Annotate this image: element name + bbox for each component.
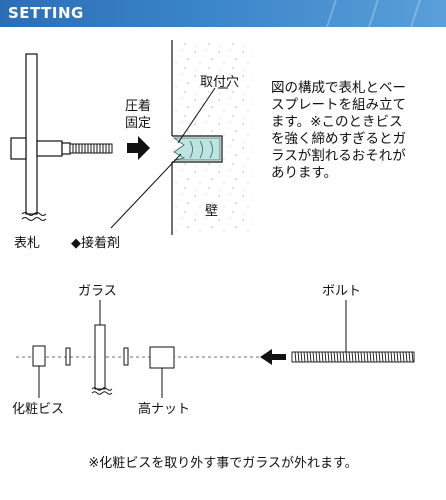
adhesive-leader-line <box>110 153 182 229</box>
cosmetic-screw <box>32 345 46 367</box>
washer <box>123 347 129 366</box>
insert-arrow <box>260 349 286 365</box>
nameplate-label: 表札 <box>14 236 41 251</box>
glass-panel <box>94 324 106 390</box>
description-line: ます。※このときビス <box>271 114 403 130</box>
header-bar: SETTING <box>0 0 446 27</box>
footer-note: ※化粧ビスを取り外す事でガラスが外れます。 <box>88 456 358 471</box>
tall-nut <box>149 346 175 369</box>
long-bolt <box>291 351 415 363</box>
tall-nut-label: 高ナット <box>138 402 191 417</box>
wall-section <box>171 40 254 235</box>
exploded-view <box>16 300 415 398</box>
washer <box>65 347 71 366</box>
description-line: ラスが割れるおそれが <box>271 148 406 164</box>
bolt-label: ボルト <box>322 284 362 299</box>
description-line: を強く締めすぎるとガ <box>271 131 406 147</box>
header-title: SETTING <box>8 4 84 22</box>
nameplate-assembly <box>10 53 113 221</box>
adhesive-label: ◆接着剤 <box>71 236 120 251</box>
tighten-label-line2: 固定 <box>125 116 152 131</box>
description-line: スプレートを組み立て <box>271 97 406 113</box>
wall-label: 壁 <box>205 204 219 219</box>
spacer <box>36 140 63 157</box>
cosmetic-screw-label: 化粧ビス <box>12 402 65 417</box>
glass-label: ガラス <box>78 284 117 299</box>
assembly-description: 図の構成で表札とベー スプレートを組み立て ます。※このときビス を強く締めすぎ… <box>271 80 406 182</box>
tighten-label-line1: 圧着 <box>125 99 152 114</box>
glass-plate <box>25 53 38 215</box>
hole-label: 取付穴 <box>200 75 240 90</box>
adhesive-fill <box>172 137 221 161</box>
hole-leader-line <box>177 87 216 144</box>
cosmetic-cap <box>10 137 27 160</box>
description-line: あります。 <box>271 165 338 181</box>
description-line: 図の構成で表札とベー <box>271 80 406 96</box>
tighten-arrow <box>127 136 150 160</box>
threaded-bolt <box>69 143 113 154</box>
